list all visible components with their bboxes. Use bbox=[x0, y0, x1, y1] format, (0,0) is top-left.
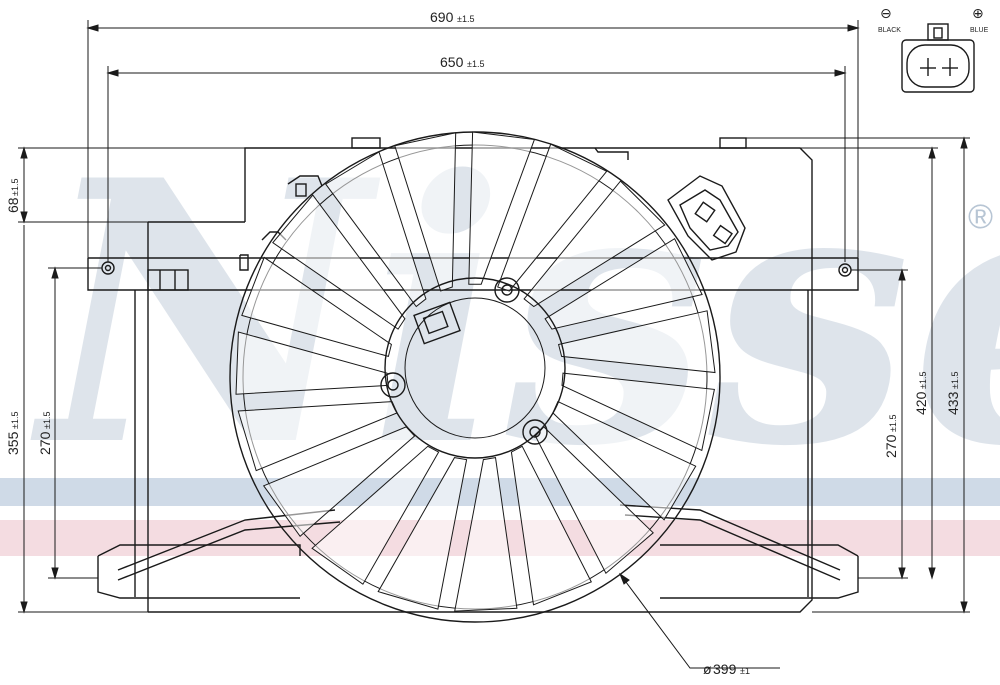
negative-symbol: ⊖ bbox=[880, 5, 892, 21]
fan-blade bbox=[523, 180, 666, 308]
hub-inner bbox=[404, 297, 546, 439]
dim-right-inner-height: 420 ±1.5 bbox=[913, 372, 929, 415]
fan-blade bbox=[272, 194, 406, 330]
fan-blade bbox=[394, 132, 457, 292]
dim-left-height: 355 ±1.5 bbox=[5, 412, 21, 455]
dim-433-tol: ±1.5 bbox=[950, 372, 960, 389]
dim-overall-width: 690 ±1.5 bbox=[425, 7, 515, 27]
fan-blade bbox=[241, 256, 392, 358]
fan-blade bbox=[561, 372, 716, 452]
dim-399-prefix: ø bbox=[703, 661, 712, 677]
dim-355-tol: ±1.5 bbox=[10, 412, 20, 429]
dim-overall-height: 433 ±1.5 bbox=[945, 372, 961, 415]
dim-left-mount-height: 270 ±1.5 bbox=[37, 412, 53, 455]
dim-top-offset: 68 ±1.5 bbox=[5, 179, 21, 213]
fan-blade bbox=[497, 143, 608, 292]
fan-blade bbox=[377, 457, 468, 610]
positive-symbol: ⊕ bbox=[972, 5, 984, 21]
dim-right-mount-height: 270 ±1.5 bbox=[883, 415, 899, 458]
dim-mount-width: 650 ±1.5 bbox=[435, 52, 525, 72]
fan-blade bbox=[324, 151, 427, 308]
negative-wire-label: BLACK bbox=[878, 27, 901, 34]
dim-270-right-value: 270 bbox=[883, 434, 899, 458]
dim-650-value: 650 bbox=[440, 54, 464, 70]
watermark-registered: ® bbox=[968, 198, 993, 236]
fan-blades bbox=[235, 131, 716, 612]
fan-assembly bbox=[229, 131, 746, 623]
positive-wire-label: BLUE bbox=[970, 27, 989, 34]
dim-420-value: 420 bbox=[913, 391, 929, 415]
dim-270-right-tol: ±1.5 bbox=[888, 415, 898, 432]
connector-pinout: ⊖ ⊕ BLACK BLUE bbox=[878, 5, 989, 93]
fan-blade bbox=[454, 457, 518, 612]
hub-bolts bbox=[380, 277, 548, 445]
dim-68-tol: ±1.5 bbox=[10, 179, 20, 196]
motor-connector bbox=[413, 301, 461, 345]
fan-blade bbox=[557, 310, 716, 374]
dim-68-value: 68 bbox=[5, 197, 21, 213]
dim-690-value: 690 bbox=[430, 9, 454, 25]
dimension-lines bbox=[18, 20, 970, 669]
dim-270-left-tol: ±1.5 bbox=[42, 412, 52, 429]
dim-433-value: 433 bbox=[945, 391, 961, 415]
fan-blade bbox=[468, 131, 536, 285]
dim-270-left-value: 270 bbox=[37, 431, 53, 455]
dimension-labels: 690 ±1.5 650 ±1.5 68 ±1.5 355 ±1.5 270 ±… bbox=[5, 7, 961, 677]
hub-outer bbox=[384, 277, 566, 459]
dim-399-value: 399 bbox=[713, 661, 737, 677]
dim-fan-diameter: ø 399 ±1 bbox=[703, 661, 750, 677]
dim-690-tol: ±1.5 bbox=[457, 14, 474, 24]
dim-420-tol: ±1.5 bbox=[918, 372, 928, 389]
wiring-plug bbox=[667, 175, 746, 261]
fan-blade bbox=[544, 237, 703, 330]
dim-399-tol: ±1 bbox=[740, 666, 750, 676]
fan-blade bbox=[311, 445, 440, 585]
fan-blade bbox=[235, 331, 389, 395]
fan-blade bbox=[510, 445, 592, 606]
dim-355-value: 355 bbox=[5, 431, 21, 455]
dim-650-tol: ±1.5 bbox=[467, 59, 484, 69]
